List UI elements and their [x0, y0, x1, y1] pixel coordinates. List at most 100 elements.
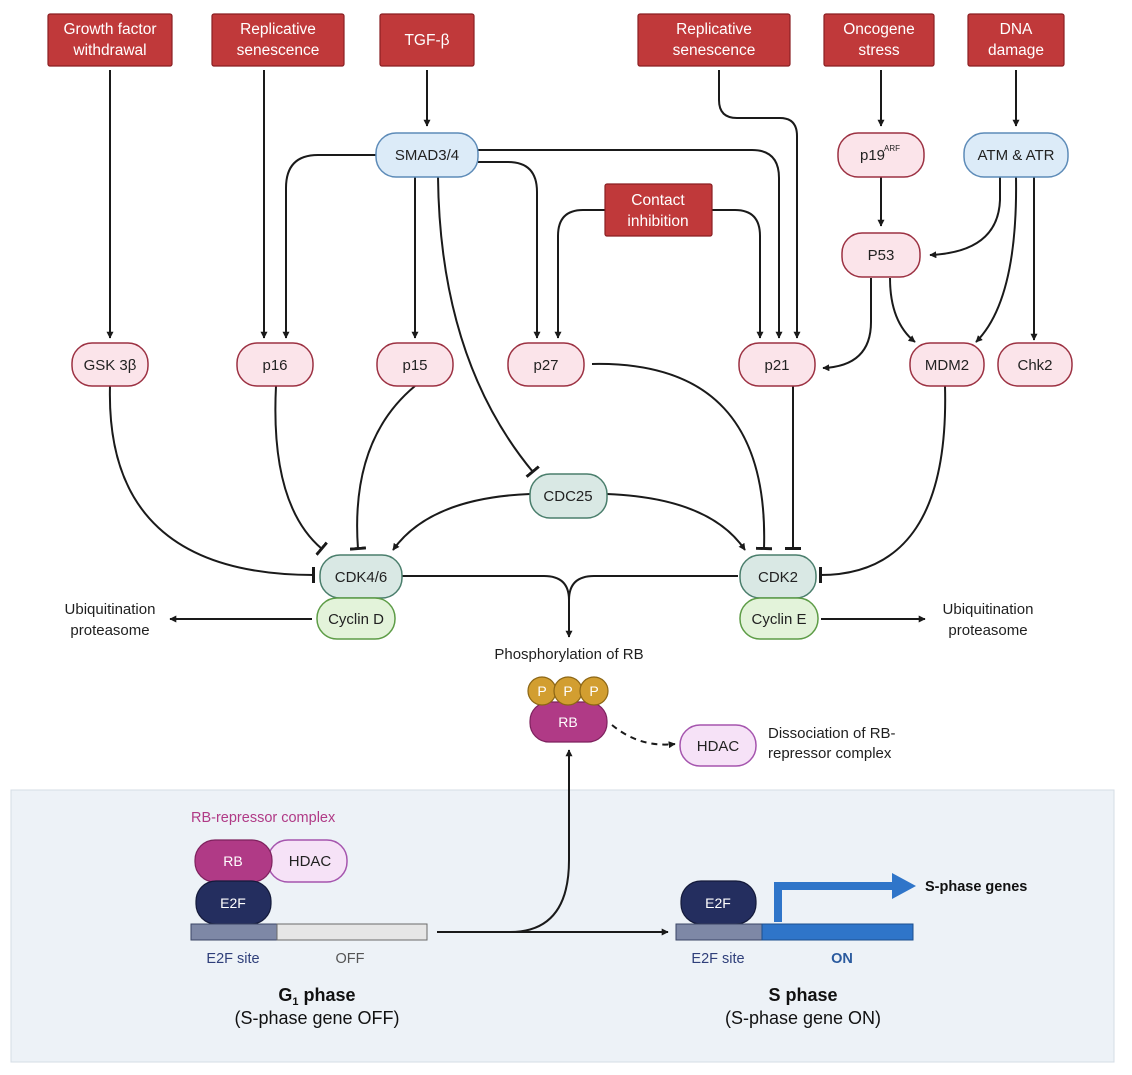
inhibit-p15-to-cdk46 [349, 385, 416, 551]
label-dissociation-line2: repressor complex [768, 745, 892, 762]
g1-dna [190, 923, 428, 941]
node-p19-label: p19 [860, 147, 885, 164]
node-gsk-label: GSK 3β [84, 357, 137, 374]
stimulus-oncogene-line1: Oncogene [843, 21, 915, 38]
hdac-dissociated-label: HDAC [697, 738, 740, 755]
node-mdm2: MDM2 [909, 342, 985, 387]
arrow-replicative2-to-p21 [718, 70, 801, 339]
label-rb-repressor-complex: RB-repressor complex [191, 810, 336, 826]
g1-e2f-label: E2F [220, 895, 246, 911]
s-e2f: E2F [680, 880, 757, 925]
arrow-p53-to-p21 [822, 278, 872, 372]
label-ubiq-right-line2: proteasome [948, 622, 1027, 639]
g1-complex: HDAC RB E2F [194, 839, 348, 925]
node-mdm2-label: MDM2 [925, 357, 969, 374]
arrow-cdc25-to-cdk2 [606, 493, 746, 551]
g1-off-label: OFF [336, 951, 365, 967]
s-dna [675, 923, 914, 941]
stimulus-oncogene-line2: stress [858, 42, 900, 59]
label-phosphorylation: Phosphorylation of RB [494, 646, 643, 663]
cell-cycle-panel [10, 789, 1115, 1063]
node-p27: p27 [507, 342, 585, 387]
node-p15-label: p15 [402, 357, 427, 374]
arrow-rb-to-hdac [611, 724, 676, 749]
label-dissociation-line1: Dissociation of RB- [768, 725, 896, 742]
inhibit-p27-to-cdk2 [591, 362, 773, 551]
rb-phosphorylated-label: RB [558, 714, 577, 730]
node-p19arf: p19 ARF [837, 132, 925, 178]
stimulus-growth-factor-line2: withdrawal [72, 42, 146, 59]
node-smad34-label: SMAD3/4 [395, 147, 459, 164]
rb-phosphorylated: RB P P P [527, 676, 609, 743]
node-cdk2-label: CDK2 [758, 569, 798, 586]
node-smad34: SMAD3/4 [375, 132, 479, 178]
node-p19-superscript: ARF [884, 144, 900, 153]
stimulus-tgf-beta: TGF-β [379, 13, 475, 67]
transcription-arrowhead-icon [892, 873, 916, 899]
stimulus-contact-inhibition: Contact inhibition [604, 183, 713, 237]
stimulus-growth-factor: Growth factor withdrawal [47, 13, 173, 67]
s-site-label: E2F site [691, 951, 744, 967]
node-p53-label: P53 [868, 247, 895, 264]
hdac-dissociated: HDAC [679, 724, 757, 767]
phosphate-2-label: P [563, 683, 572, 699]
arrow-cdk-merge [402, 575, 738, 601]
stimulus-replicative-1-line1: Replicative [240, 21, 316, 38]
node-cycline-label: Cyclin E [751, 611, 806, 628]
node-p53: P53 [841, 232, 921, 278]
phosphate-3 [579, 676, 609, 706]
s-e2f-label: E2F [705, 895, 731, 911]
phosphate-3-label: P [589, 683, 598, 699]
complex-cdk46-cyclind: CDK4/6 Cyclin D [316, 554, 403, 640]
inhibit-mdm2-to-cdk2 [818, 385, 947, 584]
stimulus-tgf-label: TGF-β [404, 32, 449, 49]
phosphate-1-label: P [537, 683, 546, 699]
node-cdk46-label: CDK4/6 [335, 569, 388, 586]
arrow-atm-to-p53 [929, 177, 1001, 259]
node-p16: p16 [236, 342, 314, 387]
node-p21-label: p21 [764, 357, 789, 374]
inhibit-smad-to-cdc25 [437, 176, 540, 478]
node-chk2: Chk2 [997, 342, 1073, 387]
s-genes-label: S-phase genes [925, 879, 1027, 895]
node-cdc25: CDC25 [529, 473, 608, 519]
stimulus-replicative-senescence-1: Replicative senescence [211, 13, 345, 67]
stimulus-replicative-2-line1: Replicative [676, 21, 752, 38]
stimulus-dna-line2: damage [988, 42, 1044, 59]
node-p15: p15 [376, 342, 454, 387]
label-ubiq-left-line2: proteasome [70, 622, 149, 639]
s-phase-title: S phase [768, 985, 837, 1005]
stimulus-growth-factor-line1: Growth factor [63, 21, 156, 38]
stimulus-dna-line1: DNA [1000, 21, 1033, 38]
node-cdc25-label: CDC25 [543, 488, 592, 505]
node-cyclind-label: Cyclin D [328, 611, 384, 628]
node-chk2-label: Chk2 [1017, 357, 1052, 374]
arrow-p53-to-mdm2 [889, 277, 916, 343]
transcription-arrow-icon [774, 882, 896, 922]
inhibit-gsk-to-cdk46 [108, 385, 316, 584]
stimulus-contact-line2: inhibition [627, 213, 688, 230]
g1-site-label: E2F site [206, 951, 259, 967]
g1-hdac-label: HDAC [289, 853, 332, 870]
label-ubiq-right-line1: Ubiquitination [943, 601, 1034, 618]
arrow-atm-to-mdm2 [975, 176, 1018, 343]
node-p16-label: p16 [262, 357, 287, 374]
stimulus-dna-damage: DNA damage [967, 13, 1065, 67]
stimulus-replicative-senescence-2: Replicative senescence [637, 13, 791, 67]
arrow-smad-to-p21 [478, 149, 783, 339]
arrow-contact-to-p27 [554, 209, 605, 339]
node-p21: p21 [738, 342, 816, 387]
arrow-contact-to-p21 [712, 209, 764, 339]
s-phase-caption: (S-phase gene ON) [725, 1008, 881, 1028]
stimulus-replicative-1-line2: senescence [237, 42, 320, 59]
g1-phase-caption: (S-phase gene OFF) [234, 1008, 399, 1028]
stimulus-contact-line1: Contact [631, 192, 685, 209]
node-atm-atr: ATM & ATR [963, 132, 1069, 178]
s-on-label: ON [831, 951, 853, 967]
arrow-smad-to-p27 [478, 161, 541, 339]
arrow-smad-to-p16 [282, 154, 378, 339]
node-atm-label: ATM & ATR [978, 147, 1055, 164]
label-ubiq-left-line1: Ubiquitination [65, 601, 156, 618]
g1-phase-title: G1 phase [278, 985, 355, 1008]
